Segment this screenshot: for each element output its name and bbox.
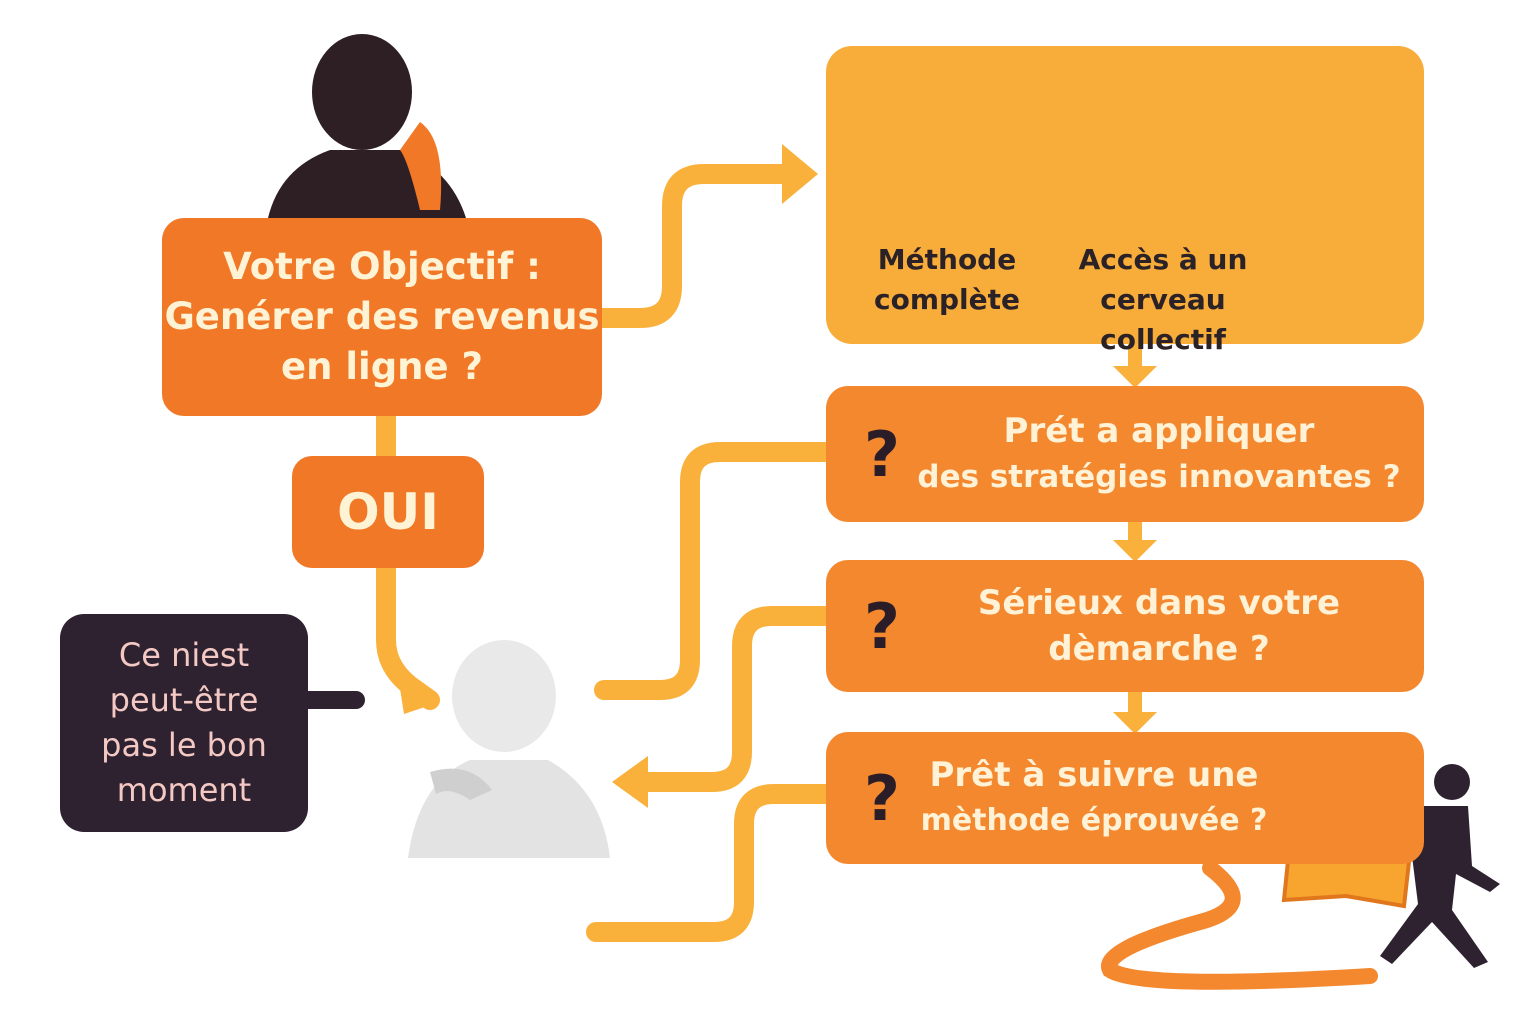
question-serious-line-2: dèmarche ? xyxy=(1048,629,1270,669)
connector-q3-to-bottom xyxy=(586,784,836,942)
connector-oui-to-person xyxy=(376,558,440,710)
question-method-line-1: Prêt à suivre une xyxy=(929,755,1259,795)
thinking-silhouette-top xyxy=(268,34,466,218)
not-now-line-4: moment xyxy=(116,771,252,809)
yes-box: OUI xyxy=(292,456,484,568)
goal-line-2: Genérer des revenus xyxy=(164,295,600,338)
winding-road xyxy=(1101,860,1378,990)
question-apply-line-2: des stratégies innovantes ? xyxy=(917,459,1401,495)
not-now-line-3: pas le bon xyxy=(101,726,267,764)
arrowhead-q2 xyxy=(1113,540,1157,562)
question-apply-line-1: Prét a appliquer xyxy=(1003,411,1315,451)
connector-person-to-q1 xyxy=(594,442,836,700)
goal-line-1: Votre Objectif : xyxy=(223,245,541,288)
method-line-2: complète xyxy=(873,283,1020,316)
arrowhead-q3 xyxy=(1113,712,1157,734)
arrowhead-q1 xyxy=(1113,366,1157,388)
collective-line-2: cerveau collectif xyxy=(1100,283,1226,356)
question-box-apply: ? Prét a appliquer des stratégies innova… xyxy=(826,386,1424,522)
not-now-line-2: peut-être xyxy=(109,681,259,719)
benefits-panel xyxy=(826,46,1424,344)
arrowhead-panel xyxy=(782,144,818,204)
question-serious-line-1: Sérieux dans votre xyxy=(977,583,1341,623)
arrowhead-person xyxy=(398,676,440,714)
question-method-text: Prêt à suivre une mèthode éprouvée ? xyxy=(914,752,1274,844)
question-mark-icon: ? xyxy=(864,589,900,663)
yes-label: OUI xyxy=(337,483,439,541)
question-mark-icon: ? xyxy=(864,761,900,835)
question-serious-text: Sérieux dans votre dèmarche ? xyxy=(914,580,1404,672)
collective-label: Accès à un cerveau collectif xyxy=(1036,240,1290,360)
question-method-line-2: mèthode éprouvée ? xyxy=(920,803,1268,838)
not-now-line-1: Ce niest xyxy=(118,636,250,674)
collective-line-1: Accès à un xyxy=(1078,243,1248,276)
goal-line-3: en ligne ? xyxy=(281,345,483,388)
question-apply-text: Prét a appliquer des stratégies innovant… xyxy=(914,408,1404,500)
question-mark-icon: ? xyxy=(864,417,900,491)
thinking-person-white xyxy=(408,640,610,858)
question-box-method: ? Prêt à suivre une mèthode éprouvée ? xyxy=(826,732,1424,864)
question-box-serious: ? Sérieux dans votre dèmarche ? xyxy=(826,560,1424,692)
method-label: Méthode complète xyxy=(862,240,1032,320)
arrowhead-back-person xyxy=(612,756,648,808)
method-line-1: Méthode xyxy=(877,243,1017,276)
goal-box: Votre Objectif : Genérer des revenus en … xyxy=(162,218,602,416)
connector-goal-to-panel xyxy=(592,164,800,328)
connector-q2-to-person xyxy=(630,606,836,792)
not-now-bubble: Ce niest peut-être pas le bon moment xyxy=(60,614,308,832)
